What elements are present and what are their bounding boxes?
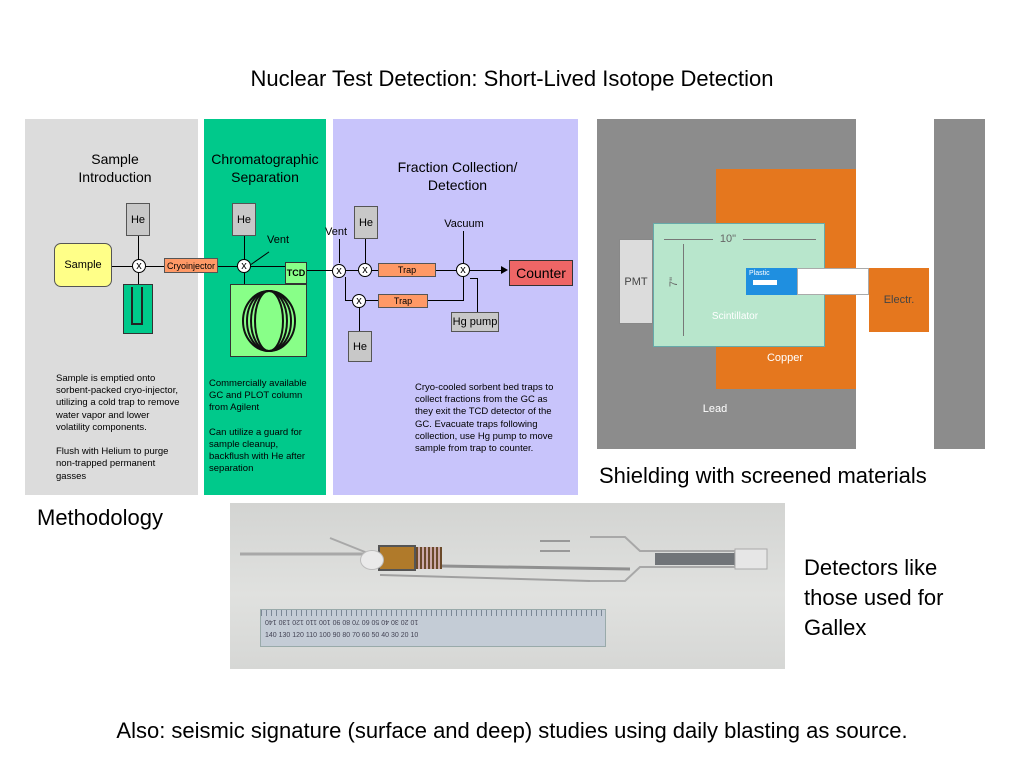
hg-pump-box: Hg pump [451,312,499,332]
fraction-collection-title: Fraction Collection/ Detection [397,159,518,193]
pmt-box: PMT [619,239,653,324]
lead-label: Lead [702,403,728,415]
trap-bottom: Trap [378,294,428,308]
scintillator-label: Scintillator [711,310,759,322]
valve-vent: x [332,264,346,278]
sample-introduction-title: Sample Introduction [78,151,152,185]
valve-counter: x [456,263,470,277]
panel-fraction-collection [333,119,578,495]
copper-label: Copper [766,352,804,364]
plastic-label: Plastic [749,270,770,277]
arrow-to-counter [501,266,508,274]
lead-block-right [934,119,985,449]
shielding-caption: Shielding with screened materials [599,463,927,488]
chromatographic-title: Chromatographic Separation [211,151,319,185]
ruler-scale-bottom: 140 130 120 110 100 90 80 70 60 50 40 30… [265,632,419,639]
valve-sample: x [132,259,146,273]
footer-text: Also: seismic signature (surface and dee… [116,718,908,743]
dimension-height: 7" [668,276,680,288]
he-cylinder-top: He [354,206,378,239]
chromatographic-description: Commercially available GC and PLOT colum… [209,378,307,475]
panel-sample-introduction [25,119,198,495]
trap-top: Trap [378,263,436,277]
electronics-connector [797,268,869,295]
detector-spring [416,547,442,569]
ruler-scale-top: 10 20 30 40 50 60 70 80 90 100 110 120 1… [265,618,419,625]
detector-glass [240,536,768,582]
detector-photo: 10 20 30 40 50 60 70 80 90 100 110 120 1… [230,503,785,669]
valve-gc: x [237,259,251,273]
dimension-width: 10" [713,232,743,246]
he-cylinder-bottom: He [348,331,372,362]
sample-box: Sample [54,243,112,287]
detector-bulb [360,550,384,570]
he-cylinder-gc: He [232,203,256,236]
vent-label-fraction: Vent [324,226,348,238]
plastic-light-guide [753,280,777,285]
vacuum-label: Vacuum [444,218,484,230]
cold-trap [123,284,153,334]
valve-trap-top: x [358,263,372,277]
vent-label-gc: Vent [266,234,290,246]
cryoinjector-box: Cryoinjector [164,258,218,273]
counter-box: Counter [509,260,573,286]
electronics-box: Electr. [869,268,929,332]
fraction-collection-description: Cryo-cooled sorbent bed traps to collect… [415,382,554,455]
detectors-caption: Detectors like those used for Gallex [804,555,944,640]
he-cylinder-sample: He [126,203,150,236]
detector-cathode-housing [378,545,416,571]
sample-introduction-description: Sample is emptied onto sorbent-packed cr… [56,373,180,482]
valve-trap-bottom: x [352,294,366,308]
ruler: 10 20 30 40 50 60 70 80 90 100 110 120 1… [260,609,606,647]
methodology-caption: Methodology [37,505,163,530]
gc-column-coil [242,290,296,352]
tcd-box: TCD [285,262,307,284]
page-title: Nuclear Test Detection: Short-Lived Isot… [250,66,774,91]
